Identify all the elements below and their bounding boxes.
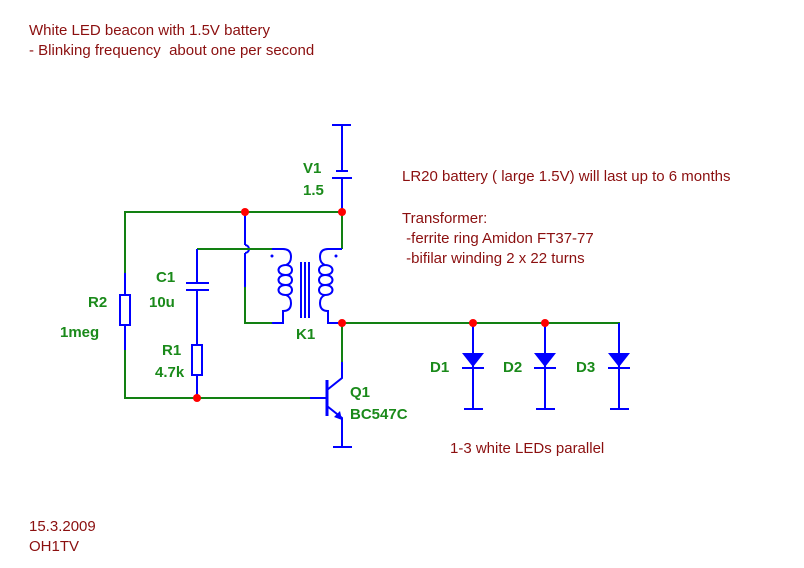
capacitor-c1 <box>186 249 209 345</box>
k1-ref-label: K1 <box>296 326 316 343</box>
junction-dot <box>338 208 346 216</box>
r1-value-label: 4.7k <box>155 364 185 381</box>
title-line-2: - Blinking frequency about one per secon… <box>29 42 315 59</box>
junction-dot <box>338 319 346 327</box>
footer-author: OH1TV <box>29 538 80 555</box>
c1-ref-label: C1 <box>156 269 176 286</box>
title-line-1: White LED beacon with 1.5V battery <box>29 22 270 39</box>
wire-r2-to-base <box>124 350 310 399</box>
led-d2 <box>534 323 556 410</box>
r1-ref-label: R1 <box>162 342 182 359</box>
transformer-winding-note: -bifilar winding 2 x 22 turns <box>402 250 585 267</box>
battery-note: LR20 battery ( large 1.5V) will last up … <box>402 168 731 185</box>
v1-ref-label: V1 <box>303 160 322 177</box>
resistor-r2 <box>119 273 131 350</box>
r2-value-label: 1meg <box>60 324 100 341</box>
junction-dot <box>241 208 249 216</box>
transformer-k1-primary <box>270 248 293 324</box>
junction-dot <box>469 319 477 327</box>
transformer-core-note: -ferrite ring Amidon FT37-77 <box>402 230 594 247</box>
junction-dot <box>193 394 201 402</box>
d3-ref-label: D3 <box>576 359 596 376</box>
v1-value-label: 1.5 <box>303 182 324 199</box>
r2-ref-label: R2 <box>88 294 108 311</box>
q1-value-label: BC547C <box>350 406 408 423</box>
leds-note: 1-3 white LEDs parallel <box>450 440 605 457</box>
q1-ref-label: Q1 <box>350 384 371 401</box>
d2-ref-label: D2 <box>503 359 523 376</box>
d1-ref-label: D1 <box>430 359 450 376</box>
transformer-heading: Transformer: <box>402 210 488 227</box>
led-d1 <box>462 323 484 410</box>
transistor-q1 <box>310 323 352 448</box>
transformer-k1-core <box>300 262 310 318</box>
c1-value-label: 10u <box>149 294 175 311</box>
led-d3 <box>608 323 630 410</box>
footer-date: 15.3.2009 <box>29 518 96 535</box>
resistor-r1 <box>191 344 203 398</box>
wire-k1-primary-feed <box>244 212 272 324</box>
wire-top-rail <box>124 211 342 273</box>
battery-v1 <box>332 124 352 212</box>
transformer-k1-secondary <box>318 212 343 324</box>
junction-dot <box>541 319 549 327</box>
